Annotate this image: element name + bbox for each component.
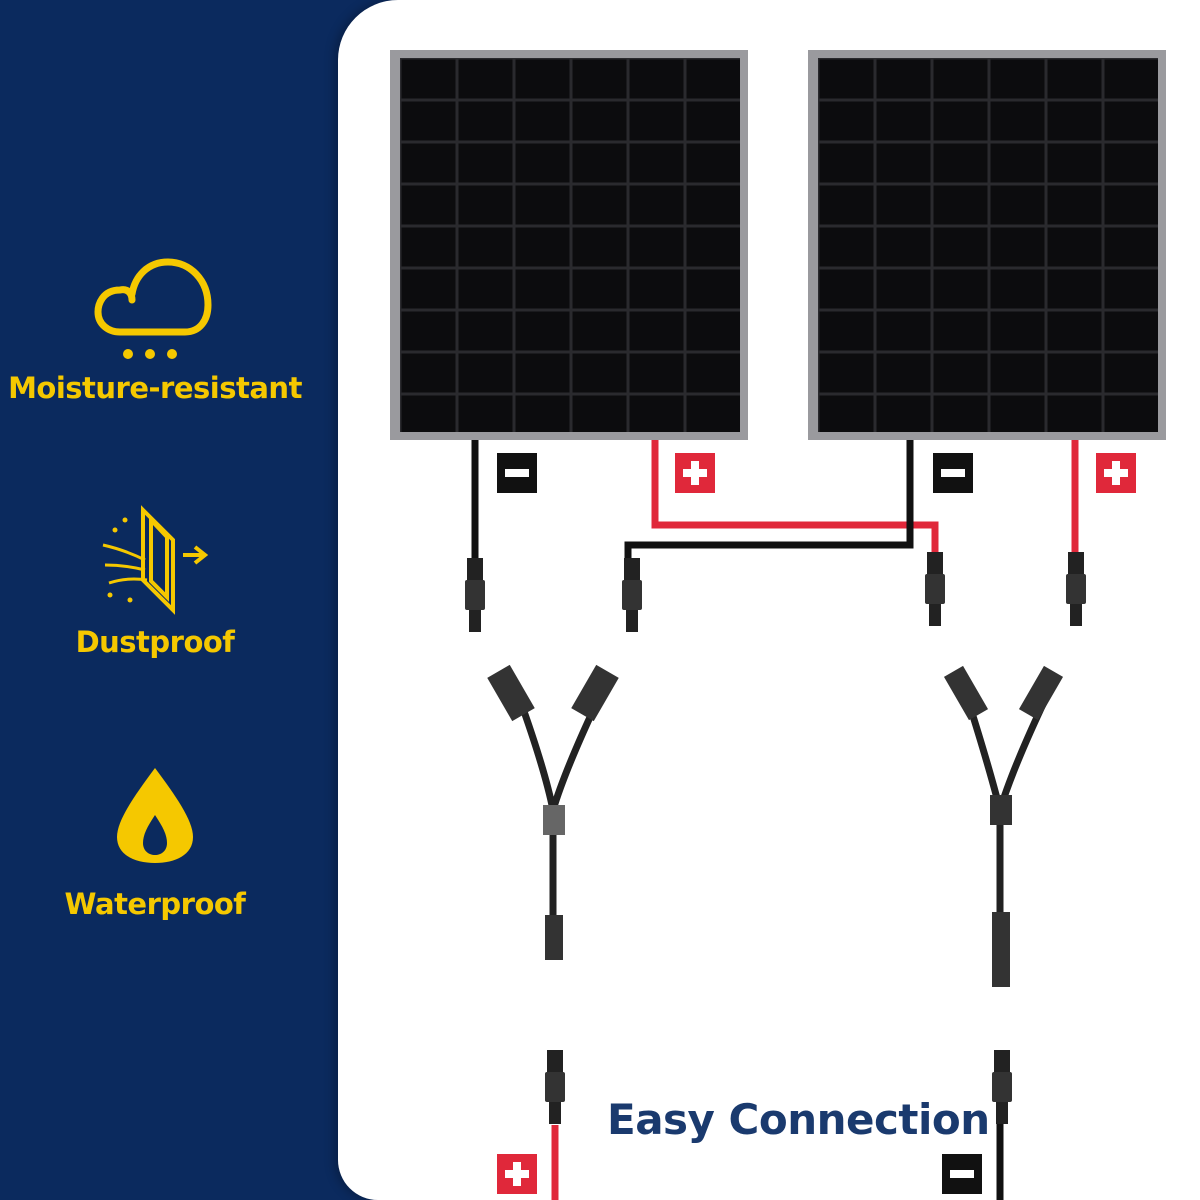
solar-panel-right — [808, 50, 1166, 440]
plus-icon — [497, 1154, 537, 1194]
feature-dustproof: Dustproof — [0, 505, 310, 659]
feature-label: Waterproof — [64, 887, 246, 921]
minus-icon — [497, 453, 537, 493]
plus-icon — [675, 453, 715, 493]
polarity-labels — [497, 453, 1136, 1194]
dust-filter-icon — [102, 505, 209, 615]
cloud-moisture-icon — [94, 258, 212, 359]
page-title: Easy Connection — [607, 1095, 990, 1144]
minus-icon — [942, 1154, 982, 1194]
feature-waterproof: Waterproof — [0, 765, 310, 921]
feature-label: Dustproof — [75, 625, 235, 659]
y-branch-connector-left — [487, 664, 619, 960]
connectors — [465, 552, 1086, 1124]
water-drop-icon — [117, 768, 193, 863]
cables — [471, 440, 1079, 1200]
plus-icon — [1096, 453, 1136, 493]
feature-sidebar — [0, 0, 400, 1200]
minus-icon — [933, 453, 973, 493]
feature-label: Moisture-resistant — [8, 371, 302, 405]
feature-moisture: Moisture-resistant — [0, 250, 310, 405]
solar-panel-left — [390, 50, 748, 440]
y-branch-connector-right — [943, 665, 1064, 987]
